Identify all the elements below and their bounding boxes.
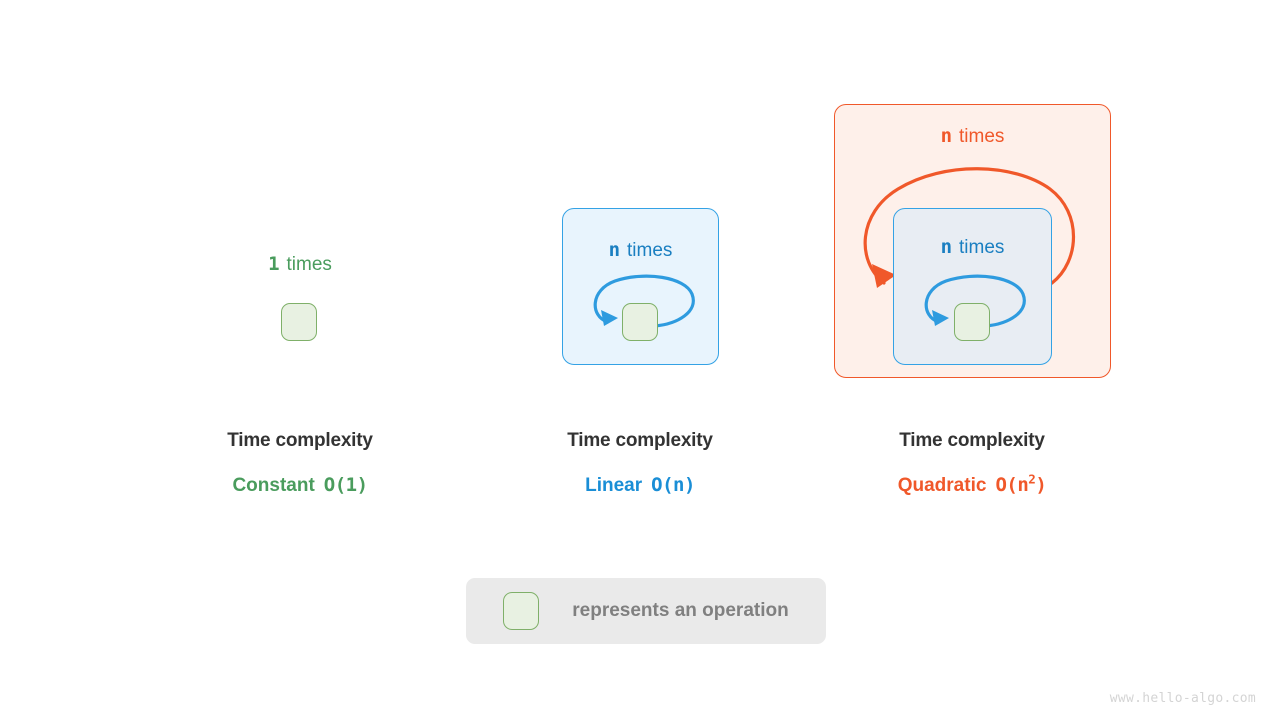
loop-box-linear: [562, 208, 719, 365]
caption-value-linear: Linear O(n): [460, 474, 820, 497]
caption-value-constant: Constant O(1): [120, 474, 480, 497]
caption-title-constant: Time complexity: [227, 430, 373, 451]
linear-times-word: times: [627, 240, 673, 261]
operation-box-constant: [281, 303, 317, 341]
notation-open: O(n: [995, 474, 1029, 496]
complexity-name-constant: Constant: [232, 475, 315, 496]
complexity-notation-constant: O(1): [323, 474, 368, 496]
legend-box: represents an operation: [466, 578, 826, 644]
quadratic-inner-times-word: times: [959, 237, 1005, 258]
notation-close: ): [1035, 474, 1047, 496]
legend-operation-swatch: [503, 592, 540, 630]
operation-box-quadratic: [954, 303, 990, 341]
quadratic-inner-times-count: n: [940, 236, 953, 258]
complexity-name-linear: Linear: [585, 475, 643, 496]
complexity-name-quadratic: Quadratic: [897, 475, 987, 496]
quadratic-outer-times-word: times: [959, 126, 1005, 147]
constant-times-word: times: [286, 254, 332, 275]
linear-times-count: n: [608, 239, 621, 261]
constant-times-label: 1 times: [120, 253, 480, 275]
caption-linear: Time complexity Linear O(n): [460, 430, 820, 497]
quadratic-outer-times-count: n: [940, 125, 953, 147]
caption-title-linear: Time complexity: [567, 430, 713, 451]
caption-title-quadratic: Time complexity: [899, 430, 1045, 451]
panel-constant: 1 times Time complexity Constant O(1): [120, 0, 480, 520]
complexity-notation-linear: O(n): [651, 474, 695, 496]
caption-constant: Time complexity Constant O(1): [120, 430, 480, 497]
inner-loop-box-quadratic: [893, 208, 1052, 365]
legend-label: represents an operation: [572, 600, 789, 621]
notation-exponent: 2: [1028, 471, 1036, 487]
operation-box-linear: [622, 303, 658, 341]
watermark-url: www.hello-algo.com: [1109, 691, 1256, 706]
constant-times-count: 1: [268, 253, 280, 275]
complexity-notation-quadratic: O(n2): [986, 471, 1047, 496]
